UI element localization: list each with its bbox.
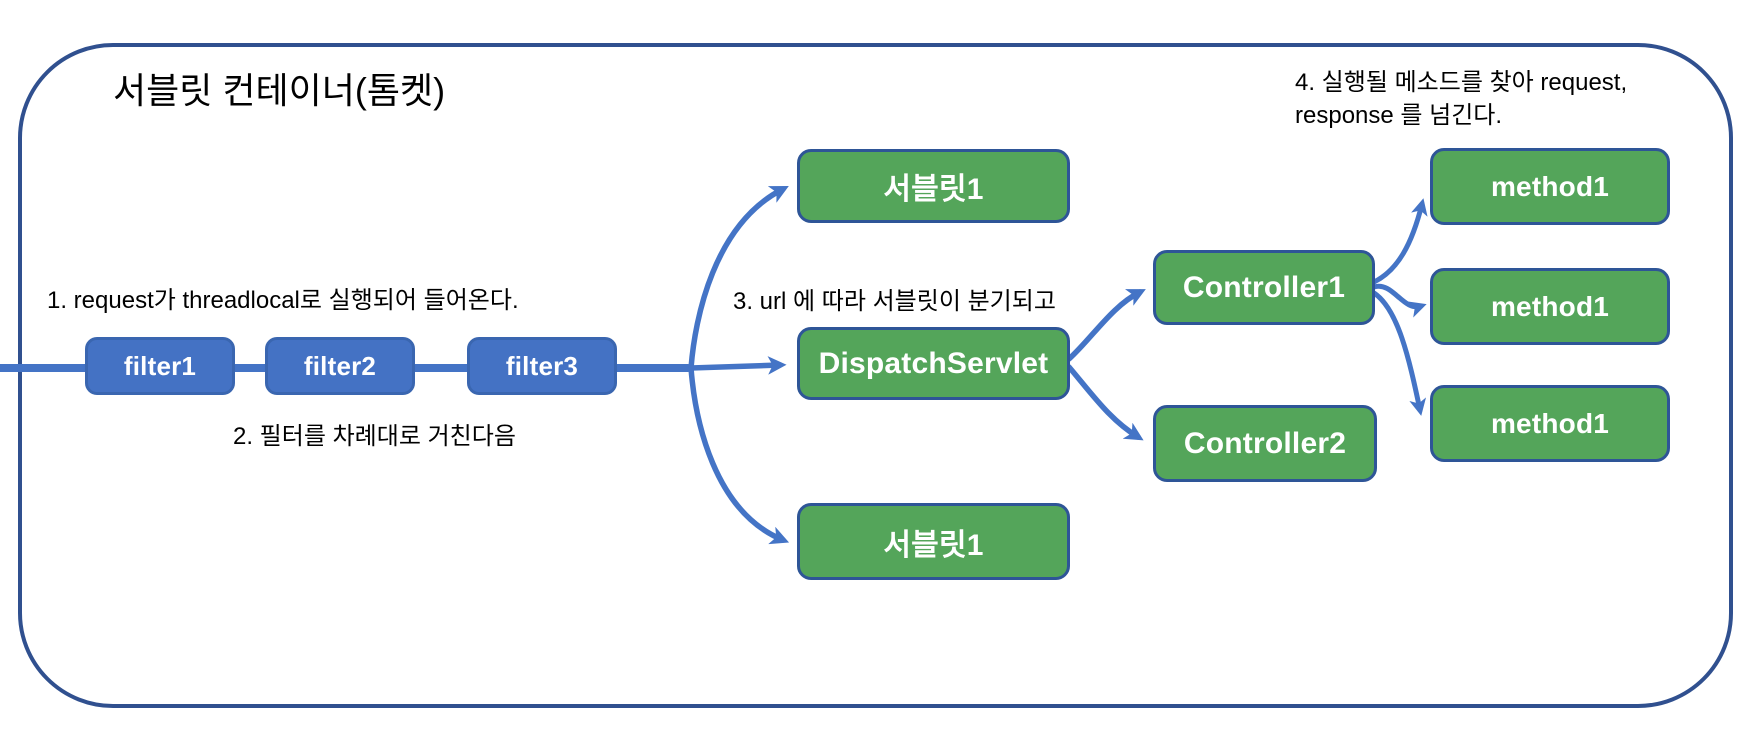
tomcat-container-frame <box>18 43 1733 708</box>
arrow-controller1-to-method-top <box>1371 198 1428 285</box>
dispatch-servlet-box: DispatchServlet <box>797 327 1070 400</box>
filter1-box: filter1 <box>85 337 235 395</box>
method1-middle-box: method1 <box>1430 268 1670 345</box>
arrow-branch-to-servlet-top <box>688 186 789 371</box>
annotation-step4-line1: 4. 실행될 메소드를 찾아 request, <box>1295 69 1628 96</box>
method1-bottom-box: method1 <box>1430 385 1670 462</box>
arrow-branch-to-servlet-bottom <box>688 365 790 545</box>
method1-top-box: method1 <box>1430 148 1670 225</box>
annotation-step4-line2: response 를 넘긴다. <box>1295 102 1503 129</box>
servlet-bottom-box: 서블릿1 <box>797 503 1070 580</box>
servlet-top-box: 서블릿1 <box>797 149 1070 223</box>
annotation-step1: 1. request가 threadlocal로 실행되어 들어온다. <box>47 287 519 314</box>
annotation-step2: 2. 필터를 차례대로 거친다음 <box>233 423 516 450</box>
filter2-box: filter2 <box>265 337 415 395</box>
arrow-controller1-to-method-bottom <box>1371 290 1427 416</box>
annotation-step3: 3. url 에 따라 서블릿이 분기되고 <box>733 288 1056 315</box>
arrow-branch-to-dispatch <box>688 356 787 375</box>
arrow-controller1-to-method-mid <box>1371 283 1427 318</box>
arrow-dispatch-to-controller2 <box>1066 364 1144 441</box>
controller2-box: Controller2 <box>1153 405 1377 482</box>
filter3-box: filter3 <box>467 337 617 395</box>
controller1-box: Controller1 <box>1153 250 1375 325</box>
diagram-title: 서블릿 컨테이너(톰켓) <box>113 70 446 111</box>
arrow-dispatch-to-controller1 <box>1066 289 1146 362</box>
annotation-step4: 4. 실행될 메소드를 찾아 request, response 를 넘긴다. <box>1295 66 1627 132</box>
